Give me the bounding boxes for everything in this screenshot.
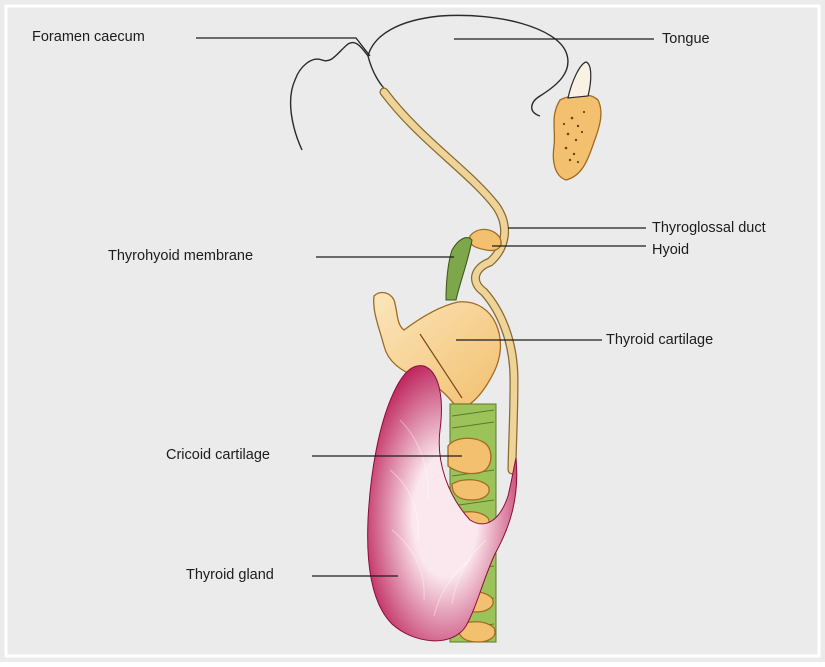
label-thyrohyoid-membrane: Thyrohyoid membrane [108,248,253,264]
label-tongue: Tongue [662,31,710,47]
label-foramen-caecum: Foramen caecum [32,29,145,45]
label-thyroid-cartilage: Thyroid cartilage [606,332,713,348]
label-hyoid: Hyoid [652,242,689,258]
label-thyroglossal-duct: Thyroglossal duct [652,220,766,236]
label-thyroid-gland: Thyroid gland [186,567,274,583]
label-cricoid-cartilage: Cricoid cartilage [166,447,270,463]
